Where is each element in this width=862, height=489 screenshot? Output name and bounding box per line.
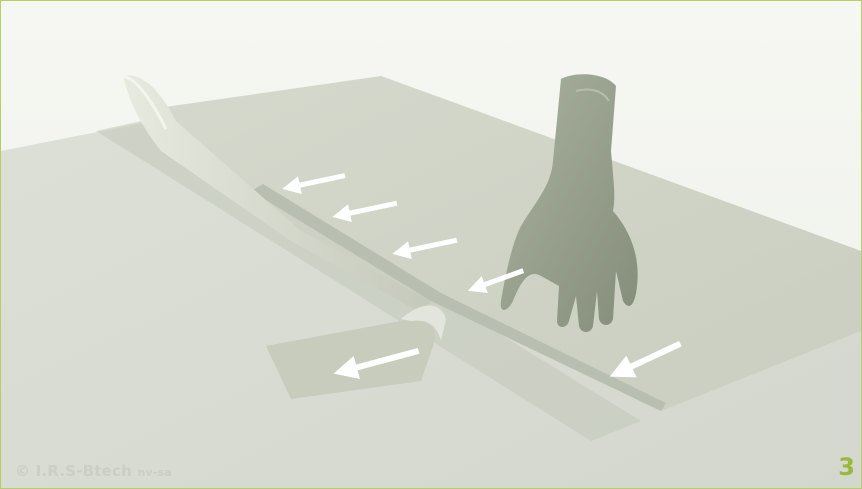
step-number: 3	[838, 453, 855, 481]
copyright-suffix: nv-sa	[137, 466, 172, 479]
copyright-text: © I.R.S-Btech	[15, 462, 132, 480]
copyright-label: © I.R.S-Btech nv-sa	[15, 462, 172, 480]
